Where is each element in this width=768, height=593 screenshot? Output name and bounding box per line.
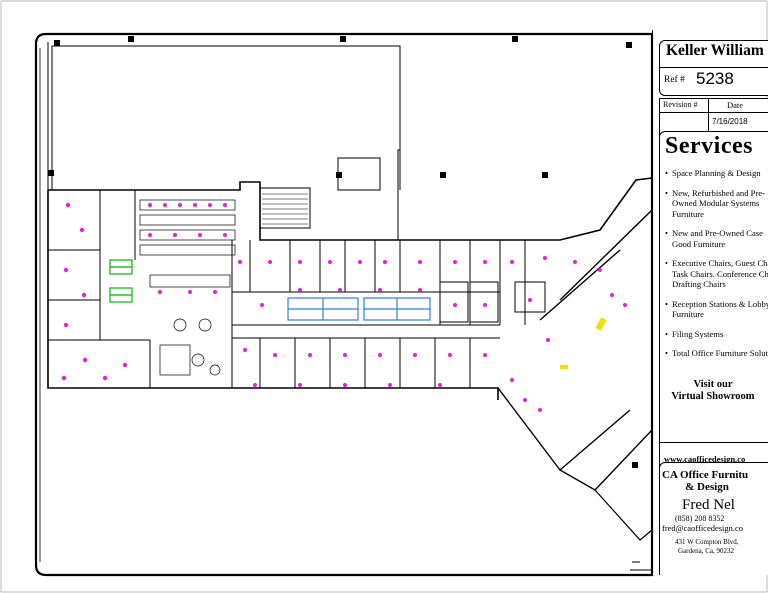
services-box: Services •Space Planning & Design •New, … [659, 131, 768, 484]
client-name: Keller William [666, 42, 764, 59]
visit-line-1: Visit our [693, 379, 733, 390]
service-item: •Space Planning & Design [665, 168, 761, 178]
service-item: •Total Office Furniture Solutions [665, 348, 768, 358]
address-line-2: Gardena, Ca, 90232 [678, 547, 734, 555]
ref-number: 5238 [696, 69, 734, 88]
visit-line-2: Virtual Showroom [671, 391, 755, 402]
angled-wing [497, 209, 653, 491]
website-link[interactable]: www.caofficedesign.co [664, 454, 746, 464]
service-item: •New, Refurbished and Pre-Owned Modular … [665, 187, 765, 219]
building-outer-wall [34, 32, 654, 577]
company-name-line-2: & Design [685, 481, 729, 493]
chair-markers [61, 202, 627, 412]
date-label: Date [727, 100, 744, 110]
company-name-line-1: CA Office Furnitu [662, 469, 749, 481]
suite-outline [47, 177, 653, 400]
address-line-1: 431 W Compton Blvd, [675, 538, 739, 546]
date-value: 7/16/2018 [712, 117, 748, 126]
company-name: CA Office Furnitu & Design [660, 469, 768, 493]
service-item: •Reception Stations & Lobby Furniture [665, 298, 768, 320]
client-box: Keller William Ref # 5238 [659, 40, 768, 96]
service-item: •Filing Systems [665, 328, 724, 339]
services-list: •Space Planning & Design •New, Refurbish… [664, 168, 768, 368]
stair-core [337, 157, 381, 191]
ref-label: Ref # [664, 75, 685, 85]
title-block: Keller William Ref # 5238 Revision # Dat… [652, 30, 768, 575]
contact-phone: (858) 208 8352 [675, 514, 725, 523]
contact-email[interactable]: fred@caofficedesign.co [662, 523, 744, 533]
revision-label: Revision # [663, 100, 698, 109]
upper-shell-wall [47, 42, 401, 191]
workstation-cluster-green [109, 259, 133, 303]
company-box: CA Office Furnitu & Design Fred Nel (858… [659, 462, 768, 575]
workstation-cluster-blue [287, 297, 431, 321]
visit-text: Visit our Virtual Showroom [660, 379, 766, 403]
services-heading: Services [665, 133, 753, 159]
contact-name: Fred Nel [682, 497, 735, 513]
service-item: •New and Pre-Owned Case Good Furniture [665, 228, 763, 249]
service-item: •Executive Chairs, Guest Chairs. Task Ch… [665, 258, 768, 289]
